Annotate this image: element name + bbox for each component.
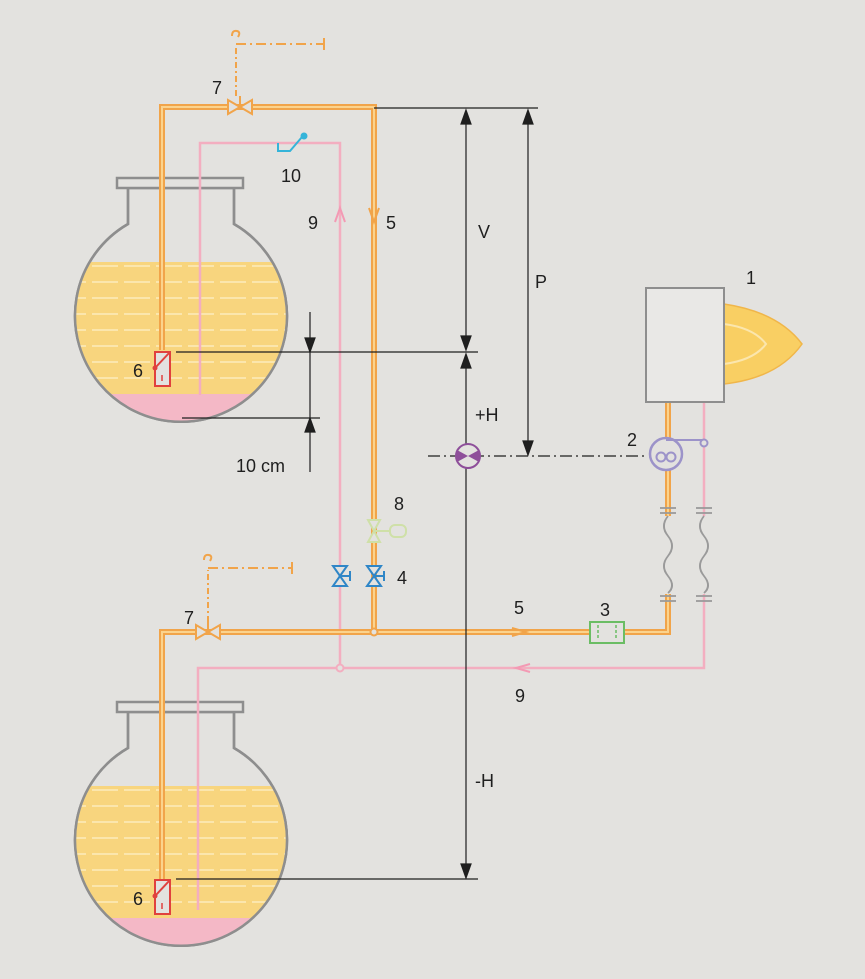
- valve-8-icon: [366, 519, 407, 543]
- lower-tank-oil-lines: [75, 789, 288, 903]
- dimension-clearance: 10 cm: [236, 456, 285, 476]
- flow-arrow-supply-right: [511, 627, 530, 637]
- burner: [645, 287, 803, 403]
- lower-tank: [73, 700, 289, 947]
- upper-tank-sludge: [75, 394, 288, 422]
- return-junction: [335, 663, 345, 673]
- dimension-v: V: [478, 222, 490, 242]
- burner-housing: [645, 287, 725, 403]
- label-foot-valve-bottom: 6: [133, 889, 143, 909]
- label-check-valve: 10: [281, 166, 301, 186]
- foot-valve-lower-icon: [152, 879, 171, 915]
- label-pump: 2: [627, 430, 637, 450]
- vent-line-upper: [231, 29, 325, 96]
- label-return-flow-top: 9: [308, 213, 318, 233]
- upper-tank-oil-lines: [75, 265, 288, 379]
- check-valve-icon: [277, 132, 308, 152]
- label-supply-flow-top: 5: [386, 213, 396, 233]
- flow-arrow-return-up: [334, 205, 346, 223]
- label-filter: 3: [600, 600, 610, 620]
- upper-tank: [73, 176, 289, 423]
- flow-arrows: [334, 205, 531, 673]
- vent-valve-upper-icon: [227, 96, 253, 116]
- dimension-labels: V P +H -H 10 cm: [236, 222, 547, 791]
- label-vent-valve-top: 7: [212, 78, 222, 98]
- label-return-flow-bottom: 9: [515, 686, 525, 706]
- foot-valve-upper-icon: [152, 351, 171, 387]
- lower-tank-lid: [115, 700, 245, 714]
- lower-tank-sludge: [75, 918, 288, 946]
- dimension-minus-h: -H: [475, 771, 494, 791]
- label-shutoff-valves: 4: [397, 568, 407, 588]
- label-vent-valve-bottom: 7: [184, 608, 194, 628]
- level-marker-icon: [455, 443, 481, 469]
- label-valve-8: 8: [394, 494, 404, 514]
- label-supply-flow-bottom: 5: [514, 598, 524, 618]
- flow-arrow-return-left: [512, 663, 531, 673]
- label-foot-valve-top: 6: [133, 361, 143, 381]
- supply-junction: [369, 627, 379, 637]
- pump-icon: [648, 436, 709, 472]
- return-line-upper: [198, 141, 342, 668]
- flame-icon: [723, 303, 803, 385]
- upper-tank-lid: [115, 176, 245, 190]
- vent-line-lower: [203, 553, 293, 622]
- vent-valve-lower-icon: [195, 620, 221, 641]
- dimension-plus-h: +H: [475, 405, 499, 425]
- filter-icon: [589, 621, 625, 644]
- label-burner: 1: [746, 268, 756, 288]
- valve-icon: [331, 565, 385, 587]
- flow-arrow-supply-down: [368, 207, 380, 225]
- dimension-p: P: [535, 272, 547, 292]
- component-labels: 1 2 3 4 5 5 6 6 7 7 8 9 9 10: [133, 78, 756, 909]
